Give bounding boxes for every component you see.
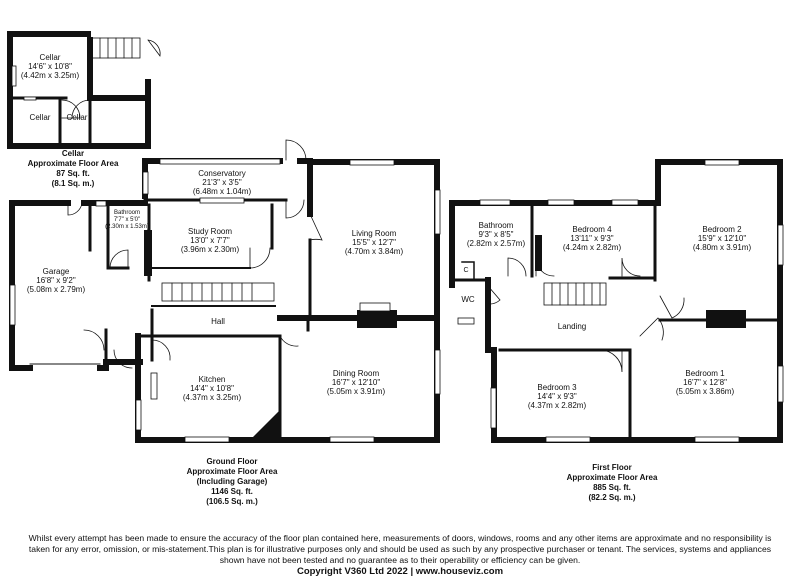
ground-floor-area-line2: (Including Garage) [197, 477, 268, 486]
garage-dim-metric: (5.08m x 2.79m) [27, 285, 86, 294]
bedroom4-dim-metric: (4.24m x 2.82m) [563, 243, 622, 252]
bedroom3-dim-metric: (4.37m x 2.82m) [528, 401, 587, 410]
garage-dim-imperial: 16'8" x 9'2" [36, 276, 76, 285]
gf-bathroom-dim-imperial: 7'7" x 5'0" [114, 217, 140, 223]
cellar-area-title: Cellar [62, 149, 84, 158]
conservatory-dim-metric: (6.48m x 1.04m) [193, 187, 252, 196]
ff-bathroom-name: Bathroom [479, 221, 514, 230]
bedroom4-chimney [535, 235, 542, 271]
first-floor-doors [487, 257, 685, 373]
conservatory-name: Conservatory [198, 169, 246, 178]
first-floor-windows [457, 159, 784, 443]
dining-name: Dining Room [333, 369, 380, 378]
cellar-dim-metric: (4.42m x 3.25m) [21, 71, 80, 80]
copyright-text: Copyright V360 Ltd 2022 | www.houseviz.c… [296, 566, 504, 577]
study-chimney [144, 230, 152, 276]
wc-label: WC [461, 295, 475, 304]
first-floor-area-line2: 885 Sq. ft. [593, 483, 631, 492]
kitchen-dim-imperial: 14'4" x 10'8" [190, 384, 234, 393]
bedroom2-dim-imperial: 15'9" x 12'10" [698, 234, 746, 243]
bedroom3-dim-imperial: 14'4" x 9'3" [537, 392, 577, 401]
disclaimer-text: Whilst every attempt has been made to en… [28, 533, 772, 565]
living-dim-metric: (4.70m x 3.84m) [345, 247, 404, 256]
ff-bathroom-dim-imperial: 9'3" x 8'5" [479, 230, 514, 239]
cupboard-label: C [463, 267, 468, 274]
living-name: Living Room [352, 229, 397, 238]
cellar-door [147, 39, 161, 57]
first-floor-area-title: First Floor [592, 463, 632, 472]
cellar-name: Cellar [40, 53, 61, 62]
cellar-area-line3: (8.1 Sq. m.) [52, 179, 95, 188]
kitchen-chimney [250, 410, 280, 440]
living-dim-imperial: 15'5" x 12'7" [352, 238, 396, 247]
bedroom1-dim-metric: (5.05m x 3.86m) [676, 387, 735, 396]
cellar-small-b-label: Cellar [67, 113, 88, 122]
bedroom2-name: Bedroom 2 [702, 225, 742, 234]
bedroom1-chimney [706, 310, 746, 328]
dining-dim-imperial: 16'7" x 12'10" [332, 378, 380, 387]
study-dim-imperial: 13'0" x 7'7" [190, 236, 230, 245]
kitchen-dim-metric: (4.37m x 3.25m) [183, 393, 242, 402]
ground-floor-area-line4: (106.5 Sq. m.) [206, 497, 258, 506]
ground-floor-stairs [161, 282, 275, 302]
bedroom1-name: Bedroom 1 [685, 369, 725, 378]
cellar-area-line1: Approximate Floor Area [28, 159, 119, 168]
bedroom3-name: Bedroom 3 [537, 383, 577, 392]
ground-floor-windows [9, 158, 441, 443]
ground-floor-doors [67, 139, 323, 369]
bedroom4-name: Bedroom 4 [572, 225, 612, 234]
study-dim-metric: (3.96m x 2.30m) [181, 245, 240, 254]
dining-dim-metric: (5.05m x 3.91m) [327, 387, 386, 396]
ground-floor-area-title: Ground Floor [206, 457, 257, 466]
gf-bathroom-dim-metric: (2.30m x 1.53m) [105, 224, 149, 230]
kitchen-name: Kitchen [199, 375, 226, 384]
study-name: Study Room [188, 227, 232, 236]
cellar-stairs [91, 37, 141, 59]
first-floor-walls [449, 159, 784, 443]
first-floor-area-line3: (82.2 Sq. m.) [588, 493, 635, 502]
ground-floor-area-line3: 1146 Sq. ft. [211, 487, 253, 496]
bedroom4-dim-imperial: 13'11" x 9'3" [570, 234, 613, 243]
conservatory-dim-imperial: 21'3" x 3'5" [202, 178, 242, 187]
cellar-small-a-label: Cellar [30, 113, 51, 122]
cellar-dim-imperial: 14'6" x 10'8" [28, 62, 72, 71]
landing-name: Landing [558, 322, 586, 331]
ground-floor-area-line1: Approximate Floor Area [187, 467, 278, 476]
ground-floor-walls [9, 139, 441, 443]
cellar-window [11, 65, 17, 87]
gf-bathroom-name: Bathroom [114, 210, 140, 216]
cellar-area-line2: 87 Sq. ft. [56, 169, 89, 178]
bedroom2-dim-metric: (4.80m x 3.91m) [693, 243, 752, 252]
hall-name: Hall [211, 317, 225, 326]
first-floor-area-line1: Approximate Floor Area [567, 473, 658, 482]
garage-name: Garage [43, 267, 70, 276]
ff-bathroom-dim-metric: (2.82m x 2.57m) [467, 239, 526, 248]
first-floor-stairs [543, 282, 607, 306]
bedroom1-dim-imperial: 16'7" x 12'8" [683, 378, 727, 387]
cellar-walls [7, 31, 161, 149]
